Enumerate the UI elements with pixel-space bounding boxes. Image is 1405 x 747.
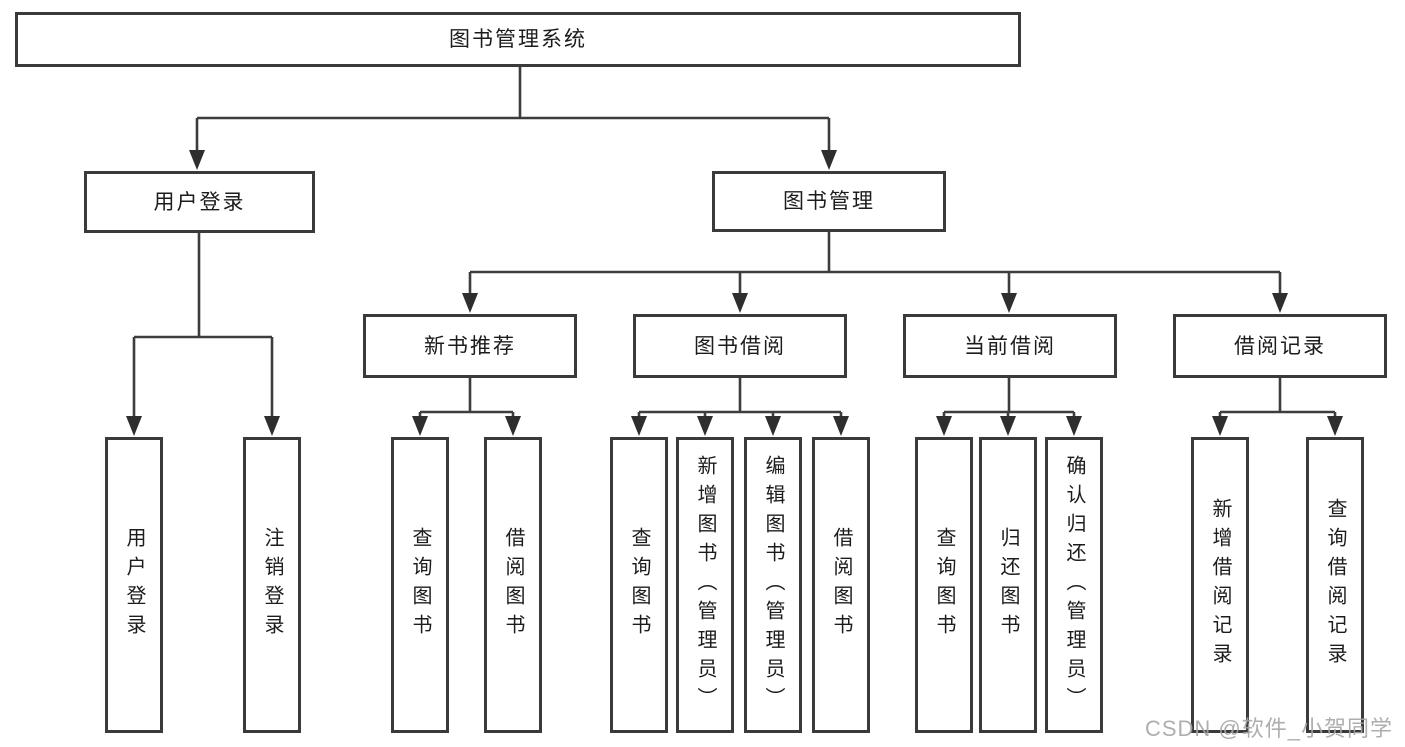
leaf-edit-book-admin: 编辑图书（管理员） xyxy=(744,437,802,733)
leaf-query-books-borrow-label: 查询图书 xyxy=(628,527,650,643)
leaf-query-borrow-record-label: 查询借阅记录 xyxy=(1324,498,1346,672)
leaf-add-book-admin: 新增图书（管理员） xyxy=(676,437,734,733)
node-book-mgmt-label: 图书管理 xyxy=(783,190,875,213)
leaf-borrow-books-recommend-label: 借阅图书 xyxy=(502,527,524,643)
leaf-confirm-return-admin-label: 确认归还（管理员） xyxy=(1063,454,1085,716)
node-borrow-records-label: 借阅记录 xyxy=(1234,334,1326,358)
node-user-login-label: 用户登录 xyxy=(153,190,246,214)
leaf-confirm-return-admin: 确认归还（管理员） xyxy=(1045,437,1103,733)
leaf-logout-label: 注销登录 xyxy=(261,527,283,643)
leaf-borrow-books-recommend: 借阅图书 xyxy=(484,437,542,733)
leaf-add-borrow-record: 新增借阅记录 xyxy=(1191,437,1249,733)
leaf-query-borrow-record: 查询借阅记录 xyxy=(1306,437,1364,733)
leaf-query-books-borrow: 查询图书 xyxy=(610,437,668,733)
node-current-borrow-label: 当前借阅 xyxy=(964,334,1056,358)
leaf-return-book-label: 归还图书 xyxy=(997,527,1019,643)
leaf-add-borrow-record-label: 新增借阅记录 xyxy=(1209,498,1231,672)
node-new-book-recommend: 新书推荐 xyxy=(363,314,577,378)
leaf-query-books-current-label: 查询图书 xyxy=(933,527,955,643)
node-root-label: 图书管理系统 xyxy=(449,28,587,51)
leaf-logout: 注销登录 xyxy=(243,437,301,733)
leaf-borrow-books: 借阅图书 xyxy=(812,437,870,733)
node-book-borrow: 图书借阅 xyxy=(633,314,847,378)
leaf-user-login: 用户登录 xyxy=(105,437,163,733)
leaf-edit-book-admin-label: 编辑图书（管理员） xyxy=(762,454,784,716)
node-borrow-records: 借阅记录 xyxy=(1173,314,1387,378)
leaf-return-book: 归还图书 xyxy=(979,437,1037,733)
node-book-mgmt: 图书管理 xyxy=(712,171,946,232)
leaf-borrow-books-label: 借阅图书 xyxy=(830,527,852,643)
node-new-book-recommend-label: 新书推荐 xyxy=(424,334,516,358)
leaf-query-books-current: 查询图书 xyxy=(915,437,973,733)
node-book-borrow-label: 图书借阅 xyxy=(694,334,786,358)
node-user-login: 用户登录 xyxy=(84,171,315,233)
leaf-query-books-recommend-label: 查询图书 xyxy=(409,527,431,643)
node-current-borrow: 当前借阅 xyxy=(903,314,1117,378)
leaf-add-book-admin-label: 新增图书（管理员） xyxy=(694,454,716,716)
node-root: 图书管理系统 xyxy=(15,12,1021,67)
leaf-query-books-recommend: 查询图书 xyxy=(391,437,449,733)
watermark: CSDN @软件_小贺同学 xyxy=(1144,716,1393,741)
leaf-user-login-label: 用户登录 xyxy=(123,527,145,643)
